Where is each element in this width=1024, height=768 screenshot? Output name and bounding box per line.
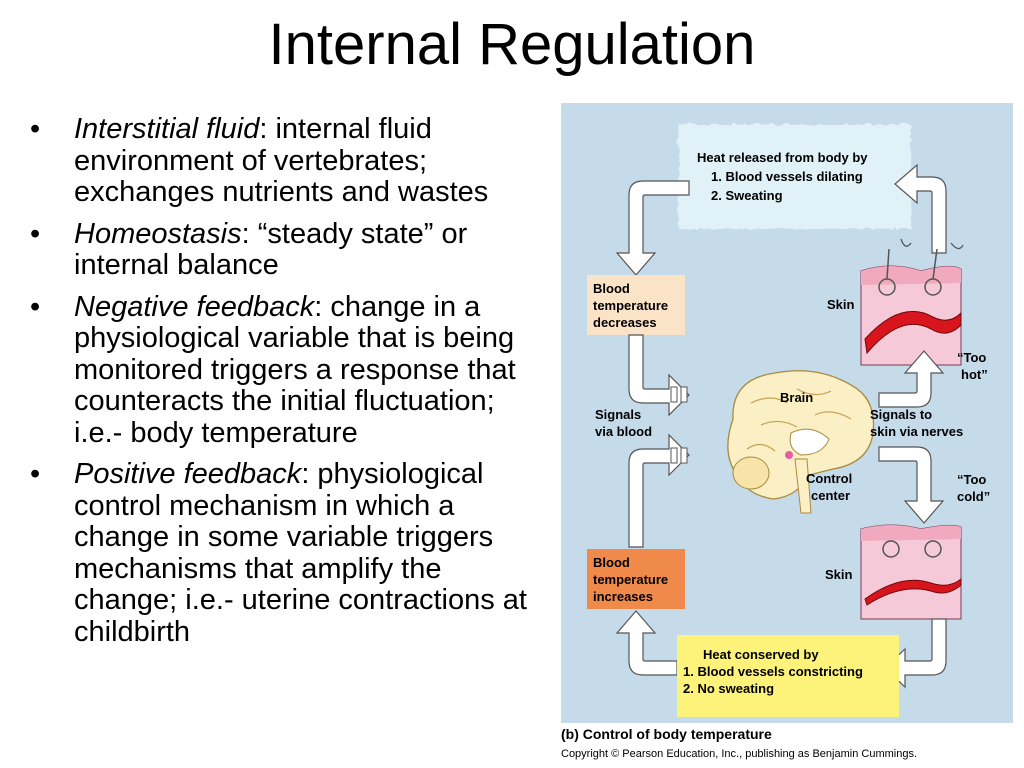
arrow-top-right [894,163,947,254]
arrow-nerves-down [878,446,945,524]
heat-conserved-item-2: 2. No sweating [683,681,774,696]
brain-label: Brain [780,390,813,405]
arrow-increases-to-brain [628,433,690,548]
too-hot-line-2: hot” [961,367,988,382]
bullet-text: : internal fluid environment of vertebra… [74,113,489,208]
figure-caption: (b) Control of body temperature [561,726,772,742]
figure-caption-area: (b) Control of body temperature Copyrigh… [561,723,1013,768]
too-cold-line-2: cold” [957,489,990,504]
too-cold-line-1: “Too [957,472,986,487]
copyright-notice: Copyright © Pearson Education, Inc., pub… [561,748,918,760]
increases-line-3: increases [593,589,653,604]
signal-tick [680,447,688,464]
blood-vessel [864,310,962,355]
signal-tick [680,386,688,403]
signals-nerves-line-2: skin via nerves [870,424,963,439]
bullet-term: Positive feedback [74,458,302,490]
increases-line-1: Blood [593,555,630,570]
heat-released-item-1: 1. Blood vessels dilating [711,169,863,184]
arrow-top-left [615,180,690,276]
skin-bottom-label: Skin [825,567,853,582]
heat-conserved-item-1: 1. Blood vessels constricting [683,664,863,679]
blood-vessel [864,577,962,606]
signals-blood-line-2: via blood [595,424,652,439]
skin-top-illustration [860,238,964,366]
decreases-line-2: temperature [593,298,668,313]
heat-conserved-heading: Heat conserved by [703,647,819,662]
arrow-nerves-up [878,350,945,408]
control-center-line-2: center [811,488,850,503]
heat-released-heading: Heat released from body by [697,150,868,165]
slide-title: Internal Regulation [268,12,756,77]
control-center-line-1: Control [806,471,852,486]
signal-tick [670,386,678,403]
skin-bottom-illustration [860,524,962,620]
signal-tick [670,447,678,464]
body-temperature-diagram: Heat released from body by 1. Blood vess… [561,103,1013,723]
heat-released-box [677,123,909,227]
bullet-term: Negative feedback [74,290,315,323]
diagram-svg: Heat released from body by 1. Blood vess… [587,123,990,717]
bullet-list: Interstitial fluid: internal fluid envir… [30,113,530,658]
too-hot-line-1: “Too [957,350,986,365]
brain-illustration [727,370,875,514]
skin-top-label: Skin [827,297,855,312]
decreases-line-3: decreases [593,315,657,330]
bullet-interstitial-fluid: Interstitial fluid: internal fluid envir… [30,113,530,209]
bullet-text: : “steady state” or internal balance [74,217,468,281]
increases-line-2: temperature [593,572,668,587]
bullet-term: Interstitial fluid [74,113,260,145]
blood-temp-decreases-box [587,275,685,335]
signals-nerves-line-1: Signals to [870,407,932,422]
arrow-decreases-to-brain [628,334,690,417]
heat-conserved-box [677,635,899,717]
bullet-text: : change in a physiological variable tha… [74,290,516,449]
bullet-positive-feedback: Positive feedback: physiological control… [30,458,530,648]
bullet-term: Homeostasis [74,217,242,250]
heat-released-item-2: 2. Sweating [711,188,783,203]
signals-blood-line-1: Signals [595,407,641,422]
bullet-text: : physiological control mechanism in whi… [74,458,527,648]
blood-temp-increases-box [587,549,685,609]
decreases-line-1: Blood [593,281,630,296]
bullet-homeostasis: Homeostasis: “steady state” or internal … [30,217,530,282]
bullet-negative-feedback: Negative feedback: change in a physiolog… [30,290,530,450]
arrow-bottom-left [615,610,678,676]
